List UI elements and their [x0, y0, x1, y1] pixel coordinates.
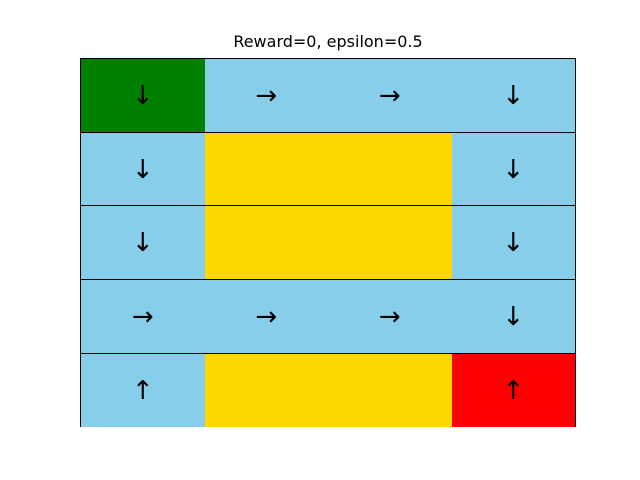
open-cell: ↓	[81, 206, 205, 280]
start-cell: ↓	[81, 59, 205, 133]
open-cell: →	[204, 59, 328, 133]
wall-cell	[204, 133, 328, 206]
wall-cell	[204, 354, 328, 427]
open-cell: →	[328, 59, 452, 133]
open-cell: →	[204, 280, 328, 354]
row-divider	[81, 205, 575, 206]
wall-cell	[328, 133, 452, 206]
plot-title: Reward=0, epsilon=0.5	[233, 32, 423, 51]
grid-row: ↑ ↑	[81, 354, 575, 427]
grid-row: ↓ ↓	[81, 133, 575, 206]
row-divider	[81, 132, 575, 133]
open-cell: ↓	[451, 280, 575, 354]
wall-cell	[328, 354, 452, 427]
open-cell: →	[328, 280, 452, 354]
wall-cell	[328, 206, 452, 280]
grid-row: → → → ↓	[81, 280, 575, 354]
row-divider	[81, 279, 575, 280]
open-cell: →	[81, 280, 205, 354]
grid-row: ↓ ↓	[81, 206, 575, 280]
row-divider	[81, 353, 575, 354]
open-cell: ↓	[451, 133, 575, 206]
wall-cell	[204, 206, 328, 280]
open-cell: ↓	[451, 206, 575, 280]
open-cell: ↓	[81, 133, 205, 206]
grid-row: ↓ → → ↓	[81, 59, 575, 133]
goal-cell: ↑	[451, 354, 575, 427]
open-cell: ↑	[81, 354, 205, 427]
open-cell: ↓	[451, 59, 575, 133]
gridworld-policy-grid: ↓ → → ↓ ↓ ↓ ↓ ↓ → → → ↓ ↑ ↑	[80, 58, 576, 427]
